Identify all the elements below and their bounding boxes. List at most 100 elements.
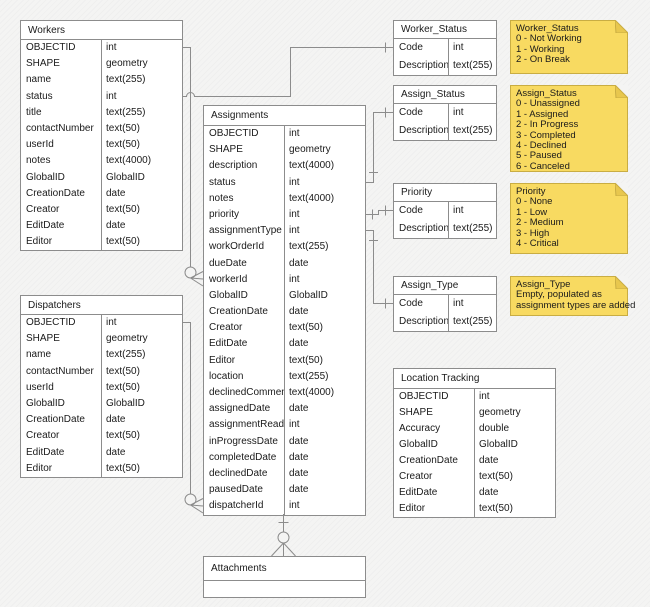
note-line: 2 - In Progress [516, 119, 579, 131]
field-type: int [453, 42, 464, 53]
field-type: date [289, 467, 309, 479]
table-title: Attachments [211, 563, 267, 574]
field-name: OBJECTID [399, 391, 449, 402]
field-type: text(50) [289, 354, 323, 366]
zero-circle [277, 531, 290, 544]
field-name: declinedComment [209, 387, 284, 398]
field-type: text(4000) [106, 155, 152, 167]
field-name: description [209, 160, 258, 172]
note-line: 0 - None [516, 196, 553, 208]
field-type: GlobalID [106, 171, 145, 183]
field-name: CreationDate [209, 306, 268, 318]
field-type: date [479, 455, 499, 466]
field-type: text(50) [479, 471, 513, 482]
field-name: Creator [26, 430, 60, 442]
field-name: assignmentType [209, 225, 282, 237]
field-row: workOrderId text(255) [204, 239, 365, 255]
note-line: 4 - Declined [516, 140, 567, 152]
field-type: int [453, 205, 464, 216]
field-name: notes [209, 192, 234, 204]
table-attachments: Attachments [203, 556, 366, 598]
field-name: EditDate [399, 487, 438, 498]
note-line: 3 - High [516, 227, 550, 239]
table-title: Priority [401, 187, 433, 198]
note-title: Assign_Status [516, 88, 577, 99]
note-fold-icon [615, 20, 628, 33]
note-line: 1 - Assigned [516, 108, 569, 120]
connector-dispatchers-to-assignments-dispatcherid [183, 322, 204, 514]
note-line: 1 - Low [516, 206, 548, 218]
field-type: date [289, 338, 309, 350]
field-type: date [106, 220, 126, 232]
field-type: text(255) [106, 106, 146, 118]
field-type: int [289, 208, 300, 220]
column-divider [474, 389, 475, 517]
crow-foot [190, 271, 204, 287]
field-type: int [453, 107, 464, 118]
zero-circle [184, 493, 197, 506]
field-type: text(255) [106, 349, 146, 361]
column-divider [101, 315, 102, 477]
field-type: geometry [106, 58, 148, 70]
column-divider [448, 295, 449, 331]
field-type: text(255) [453, 223, 493, 234]
field-type: text(50) [106, 462, 140, 474]
field-type: date [289, 306, 309, 318]
field-name: name [26, 74, 52, 86]
field-name: notes [26, 155, 51, 167]
field-type: text(255) [289, 241, 329, 253]
field-name: GlobalID [26, 171, 65, 183]
table-title: Assign_Status [401, 89, 465, 100]
field-type: int [289, 225, 300, 237]
connector-assignments-to-attachments [271, 514, 296, 557]
note-line: 2 - Medium [516, 217, 564, 229]
field-name: Editor [399, 503, 426, 514]
note-line: 2 - On Break [516, 54, 570, 66]
field-type: text(255) [453, 316, 493, 327]
field-type: date [106, 446, 126, 458]
field-name: CreationDate [26, 414, 85, 426]
field-name: Code [399, 42, 423, 53]
field-name: userId [26, 381, 54, 393]
field-type: int [289, 176, 300, 188]
field-name: GlobalID [399, 439, 438, 450]
field-type: GlobalID [479, 439, 518, 450]
field-name: workOrderId [209, 241, 265, 253]
field-name: contactNumber [26, 122, 94, 134]
field-name: status [26, 90, 53, 102]
field-type: int [106, 317, 117, 328]
field-type: text(4000) [289, 160, 335, 172]
note-line: Empty, populated as [516, 289, 602, 301]
note-fold-icon [615, 276, 628, 289]
field-type: GlobalID [289, 289, 328, 301]
field-row: GlobalID GlobalID [394, 437, 555, 453]
field-name: EditDate [26, 446, 65, 458]
field-name: inProgressDate [209, 435, 278, 447]
canvas-bottom-margin [0, 607, 650, 615]
